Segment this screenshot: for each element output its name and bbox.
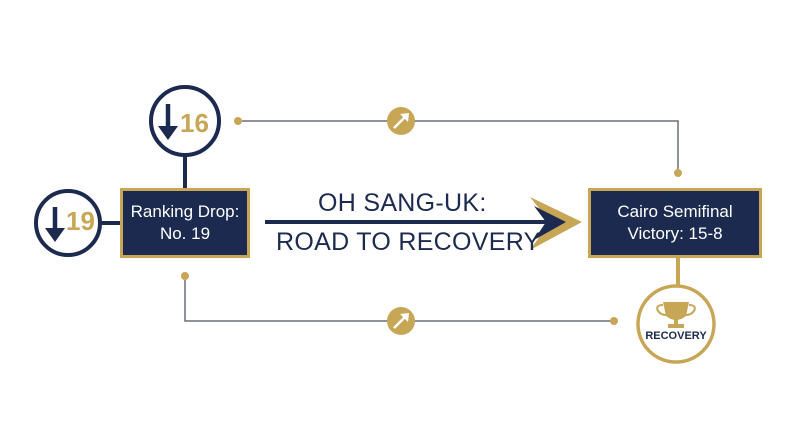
cairo-victory-line1: Cairo Semifinal bbox=[617, 202, 733, 221]
rank-19-value: 19 bbox=[66, 206, 95, 236]
up-right-arrow-icon bbox=[387, 307, 415, 335]
ranking-drop-node: Ranking Drop: No. 19 bbox=[120, 188, 250, 258]
top-connector bbox=[234, 117, 682, 177]
recovery-label: RECOVERY bbox=[645, 330, 707, 342]
rank-16-badge bbox=[149, 85, 221, 157]
bottom-connector-start-dot bbox=[181, 272, 189, 280]
bottom-connector-end-dot bbox=[610, 317, 618, 325]
cairo-victory-line2: Victory: 15-8 bbox=[627, 224, 723, 243]
title-line-1: OH SANG-UK: bbox=[318, 189, 487, 217]
down-arrow-icon bbox=[158, 104, 178, 140]
down-arrow-icon bbox=[45, 207, 65, 242]
cairo-victory-node: Cairo Semifinal Victory: 15-8 bbox=[588, 188, 762, 258]
rank-16-value: 16 bbox=[180, 108, 209, 138]
rank-19-badge bbox=[34, 189, 102, 257]
bottom-connector bbox=[181, 272, 618, 325]
trophy-icon bbox=[656, 302, 696, 328]
ranking-drop-line1: Ranking Drop: bbox=[130, 202, 240, 221]
ranking-drop-line2: No. 19 bbox=[159, 224, 211, 243]
up-right-arrow-icon bbox=[387, 107, 415, 135]
recovery-badge bbox=[636, 284, 716, 364]
top-connector-end-dot bbox=[674, 169, 682, 177]
main-arrow bbox=[265, 197, 582, 250]
title-line-2: ROAD TO RECOVERY bbox=[276, 228, 541, 256]
top-connector-start-dot bbox=[234, 117, 242, 125]
